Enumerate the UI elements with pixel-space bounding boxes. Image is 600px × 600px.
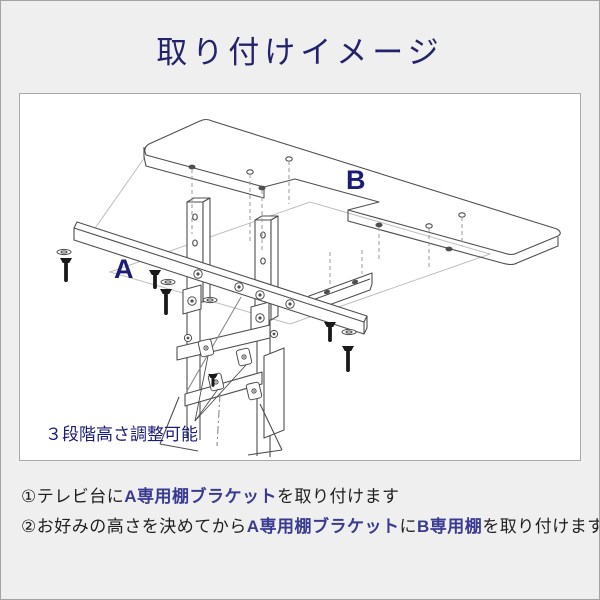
instruction-step-2: ②お好みの高さを決めてからA専用棚ブラケットにB専用棚を取り付けます <box>21 512 600 537</box>
instruction-step-1: ①テレビ台にA専用棚ブラケットを取り付けます <box>21 482 400 507</box>
page-title: 取り付けイメージ <box>156 35 444 70</box>
screws <box>60 258 354 387</box>
bolt-heads <box>183 269 295 343</box>
diagram-panel: A B ３段階高さ調整可能 <box>19 93 581 461</box>
step2-part-a-reference: A専用棚ブラケット <box>246 517 400 536</box>
step1-text: ①テレビ台に <box>21 487 125 506</box>
part-label-b: B <box>346 165 366 195</box>
washers <box>56 248 357 336</box>
note-pointer-lines <box>194 355 247 422</box>
assembly-diagram: A B ３段階高さ調整可能 <box>45 118 561 457</box>
step2-part-b-reference: B専用棚 <box>417 517 483 536</box>
step1-part-a-reference: A専用棚ブラケット <box>124 487 278 506</box>
shelf-b-shape <box>143 118 561 266</box>
step2-text-tail: を取り付けます <box>482 517 600 536</box>
leader-lines <box>191 161 463 284</box>
step1-text-tail: を取り付けます <box>277 487 400 506</box>
part-label-a: A <box>114 254 134 284</box>
step2-text-mid: に <box>399 517 418 536</box>
step2-text: ②お好みの高さを決めてから <box>21 517 247 536</box>
height-adjust-note: ３段階高さ調整可能 <box>45 425 198 444</box>
